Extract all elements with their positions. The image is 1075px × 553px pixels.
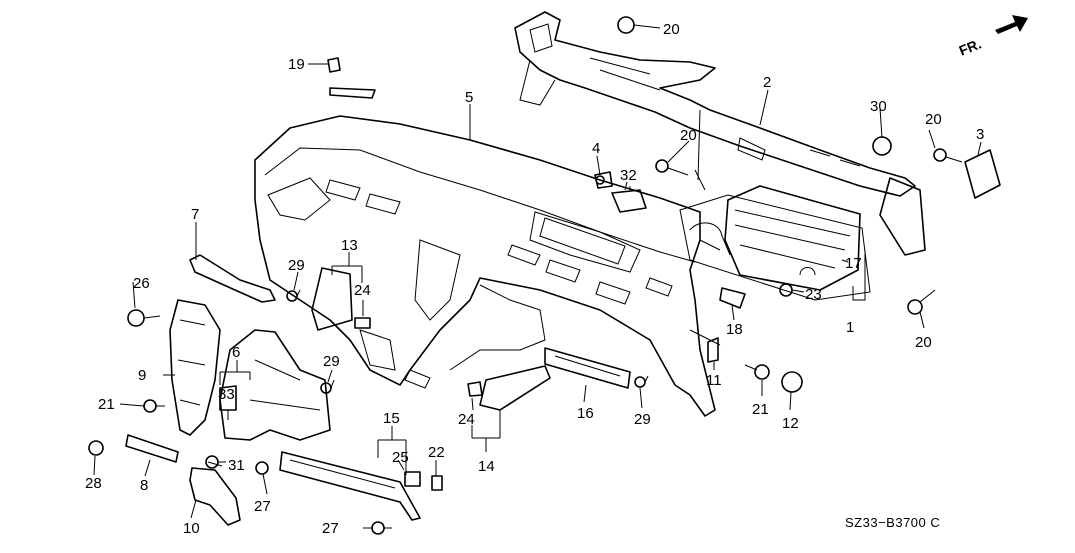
callout-31: 31 <box>228 457 245 474</box>
callout-1: 1 <box>846 319 854 336</box>
callout-33: 33 <box>218 386 235 403</box>
callout-22: 22 <box>428 444 445 461</box>
callout-16: 16 <box>577 405 594 422</box>
callout-14: 14 <box>478 458 495 475</box>
fasteners <box>88 16 963 535</box>
callout-29-middle: 29 <box>323 353 340 370</box>
callout-21-right: 21 <box>752 401 769 418</box>
callout-30: 30 <box>870 98 887 115</box>
callout-3: 3 <box>976 126 984 143</box>
passenger-airbag-assembly <box>679 185 871 301</box>
callout-20-center: 20 <box>680 127 697 144</box>
front-direction-label: FR. <box>957 35 984 58</box>
callout-9: 9 <box>138 367 146 384</box>
callout-2: 2 <box>763 74 771 91</box>
callout-11: 11 <box>706 372 722 389</box>
leader-lines <box>93 63 982 529</box>
callout-32: 32 <box>620 167 637 184</box>
drawing-code: SZ33−B3700 C <box>845 515 940 530</box>
callout-21-left: 21 <box>98 396 115 413</box>
callout-10: 10 <box>183 520 200 537</box>
callout-17: 17 <box>845 255 862 272</box>
callout-20-top: 20 <box>663 21 680 38</box>
callout-8: 8 <box>140 477 148 494</box>
callout-6: 6 <box>232 344 240 361</box>
callout-26: 26 <box>133 275 150 292</box>
callout-23: 23 <box>805 286 822 303</box>
front-arrow-icon <box>995 15 1028 34</box>
callout-24-lower: 24 <box>458 411 475 428</box>
left-bracket-parts <box>125 87 1001 526</box>
callout-18: 18 <box>726 321 743 338</box>
front-direction-indicator: FR. <box>957 15 1028 59</box>
callout-24-upper: 24 <box>354 282 371 299</box>
callout-29-right: 29 <box>634 411 651 428</box>
callout-25: 25 <box>392 449 409 466</box>
callout-19: 19 <box>288 56 305 73</box>
callout-13: 13 <box>341 237 358 254</box>
callout-7: 7 <box>191 206 199 223</box>
callout-4: 4 <box>592 140 600 157</box>
callout-27-lower: 27 <box>322 520 339 537</box>
callout-28: 28 <box>85 475 102 492</box>
callout-5: 5 <box>465 89 473 106</box>
callout-29-upper: 29 <box>288 257 305 274</box>
callout-20-bottom: 20 <box>915 334 932 351</box>
callout-12: 12 <box>782 415 799 432</box>
steering-hanger-beam <box>514 11 926 256</box>
callout-15: 15 <box>383 410 400 427</box>
instrument-panel <box>254 115 721 417</box>
callout-20-right: 20 <box>925 111 942 128</box>
callout-27-upper: 27 <box>254 498 271 515</box>
callout-labels: 1 2 3 4 5 6 7 8 9 10 11 12 13 14 15 16 1… <box>85 21 984 537</box>
